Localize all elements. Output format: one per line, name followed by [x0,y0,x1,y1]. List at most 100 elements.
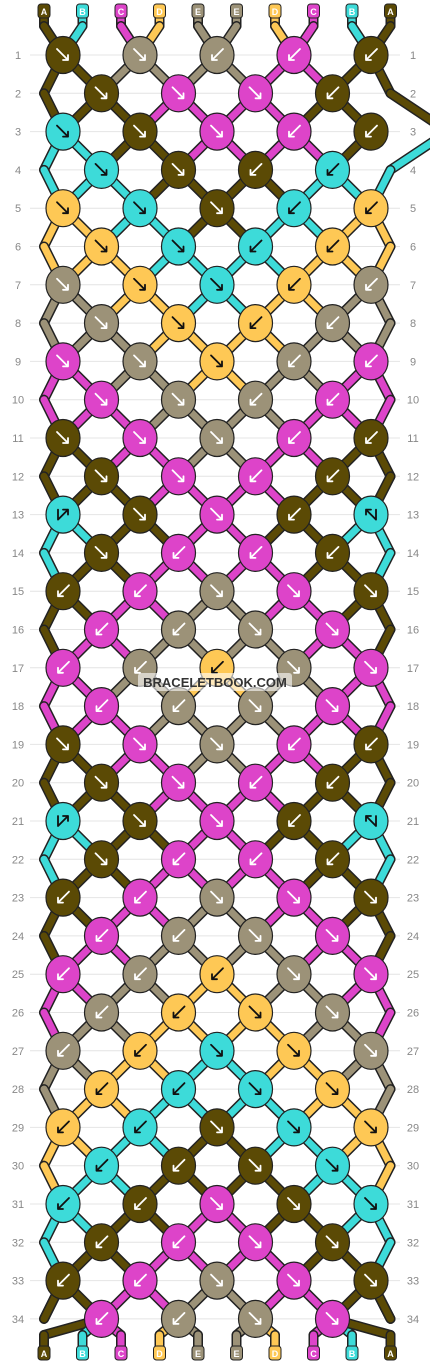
row-label-left: 31 [12,1199,24,1211]
knot [83,227,120,266]
knot [199,1184,235,1224]
knot-arrow-icon [210,890,223,904]
knot [314,1146,351,1185]
knot-arrow-icon [134,1197,147,1210]
knot [199,112,235,151]
knot-arrow-icon [211,48,224,61]
row-label-left: 16 [12,625,24,637]
knot [314,840,351,879]
knot-arrow-icon [210,814,223,827]
strand-letter: E [195,7,201,17]
knot-arrow-icon [95,1312,109,1325]
knot-arrow-icon [172,1082,186,1095]
knot [122,1261,158,1300]
row-label-right: 34 [407,1314,419,1326]
strand-letter: D [156,1349,163,1359]
knot-arrow-icon [95,1158,109,1172]
knot-arrow-icon [364,890,377,904]
knot-arrow-icon [56,277,69,291]
strand-letter: C [310,1349,317,1359]
row-label-left: 17 [12,663,24,675]
strand-tab [345,3,359,19]
knot-arrow-icon [171,316,185,330]
row-label-left: 6 [15,242,21,254]
knot-arrow-icon [94,775,108,789]
knot-arrow-icon [325,1158,339,1172]
row-label-left: 1 [15,50,21,62]
knot [276,112,312,151]
knot [199,572,235,611]
knot [237,227,274,266]
strand-letter: E [233,1349,239,1359]
knot-arrow-icon [172,622,186,636]
knot [45,418,81,458]
knot-arrow-icon [210,507,223,521]
knot [353,418,389,458]
knot [276,1031,312,1070]
knot [122,495,158,534]
knot [237,1146,274,1185]
knot-arrow-icon [95,1235,109,1249]
knot [353,648,389,687]
knot-arrow-icon [210,354,223,368]
knot-arrow-icon [172,929,186,942]
knot [199,878,235,917]
knot-arrow-icon [94,162,108,176]
knot-arrow-icon [365,431,378,444]
knot [160,1223,197,1262]
row-label-left: 14 [12,548,24,560]
knot-arrow-icon [210,737,223,751]
knot-arrow-icon [56,431,69,444]
knot [160,686,197,726]
row-label-right: 2 [410,88,416,100]
knot [314,457,351,496]
knot [45,648,81,687]
knot-arrow-icon [288,737,301,751]
knot-arrow-icon [210,584,223,598]
strand-tab [268,1345,282,1361]
row-label-left: 5 [15,203,21,215]
row-label-right: 24 [407,931,419,943]
knot-arrow-icon [134,1043,147,1057]
knot [199,35,235,75]
knot-arrow-icon [248,1158,262,1172]
row-label-left: 4 [15,165,21,177]
knot-arrow-icon [133,737,146,751]
row-label-left: 28 [12,1084,24,1096]
knot-arrow-icon [172,1312,186,1325]
knot-arrow-icon [57,1120,70,1134]
knot [314,150,351,189]
knot-arrow-icon [56,354,69,368]
knot [160,840,197,879]
knot [276,342,312,381]
knot [314,533,351,573]
knot [83,1299,120,1339]
row-label-left: 29 [12,1122,24,1134]
knot [276,1261,312,1300]
knot [83,1069,120,1109]
row-label-left: 23 [12,893,24,905]
knot [160,1299,197,1339]
row-label-left: 7 [15,280,21,292]
row-label-left: 3 [15,127,21,139]
knot [199,725,235,764]
row-label-left: 26 [12,1008,24,1020]
knot [160,763,197,802]
row-label-right: 17 [407,663,419,675]
knot [276,1108,312,1147]
knot-arrow-icon [249,852,263,866]
knot [237,533,274,573]
knot [276,572,312,611]
knot-arrow-icon [364,1120,377,1134]
knot [83,993,120,1032]
knot-arrow-icon [94,546,108,559]
knot [353,265,389,304]
row-label-left: 33 [12,1276,24,1288]
knot [160,304,197,343]
strand-tab [384,1345,397,1361]
knot-arrow-icon [365,354,378,368]
knot [83,763,120,802]
knot-arrow-icon [57,967,70,981]
knot-arrow-icon [326,162,340,176]
knot-arrow-icon [248,1235,262,1249]
